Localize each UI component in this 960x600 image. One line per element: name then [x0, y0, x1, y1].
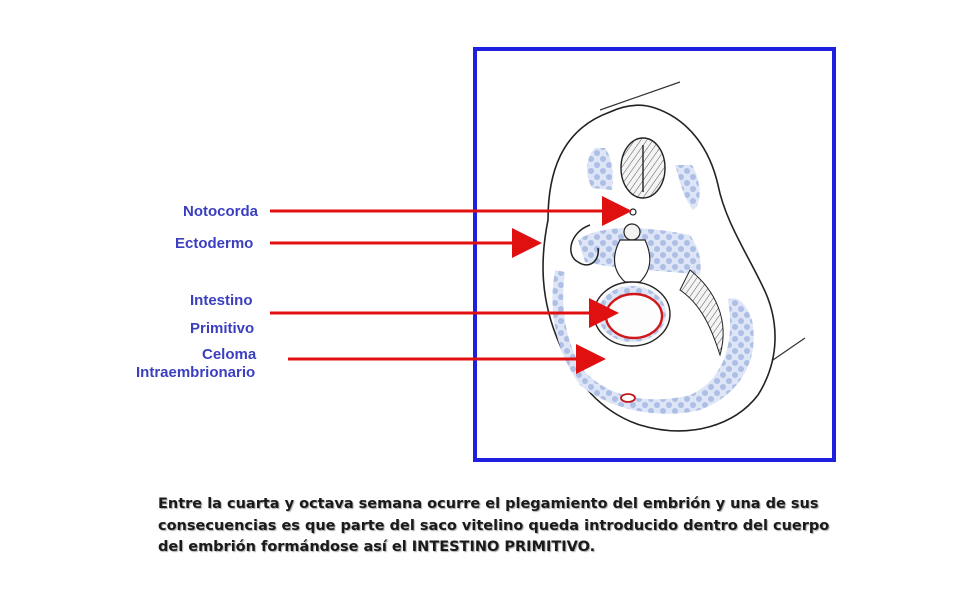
- body-wall-line-top: [599, 81, 681, 111]
- caption-line-3: del embrión formándose así el INTESTINO …: [158, 539, 596, 555]
- label-intestino-line1: Intestino: [190, 292, 253, 309]
- caption-line-2: consecuencias es que parte del saco vite…: [158, 517, 830, 534]
- label-celoma-line1: Celoma: [202, 346, 257, 363]
- caption-text: Entre la cuarta y octava semana ocurre e…: [158, 494, 830, 559]
- body-flank-hatched: [679, 269, 724, 357]
- notochord: [629, 208, 637, 216]
- dorsal-aorta: [623, 223, 641, 241]
- label-intestino-line2: Primitivo: [190, 320, 255, 337]
- umbilical-vessel: [620, 393, 636, 403]
- ectoderm-fold: [570, 224, 599, 266]
- mesoderm-right: [675, 165, 700, 210]
- caption-line-1: Entre la cuarta y octava semana ocurre e…: [158, 496, 819, 512]
- label-ectodermo: Ectodermo: [175, 235, 254, 252]
- label-celoma-line2: Intraembrionario: [136, 364, 256, 381]
- dorsal-mesentery: [614, 239, 651, 283]
- mesoderm-left: [587, 148, 613, 190]
- label-notocorda: Notocorda: [183, 203, 258, 220]
- diagram-frame: [473, 47, 836, 462]
- primitive-gut: [604, 292, 664, 340]
